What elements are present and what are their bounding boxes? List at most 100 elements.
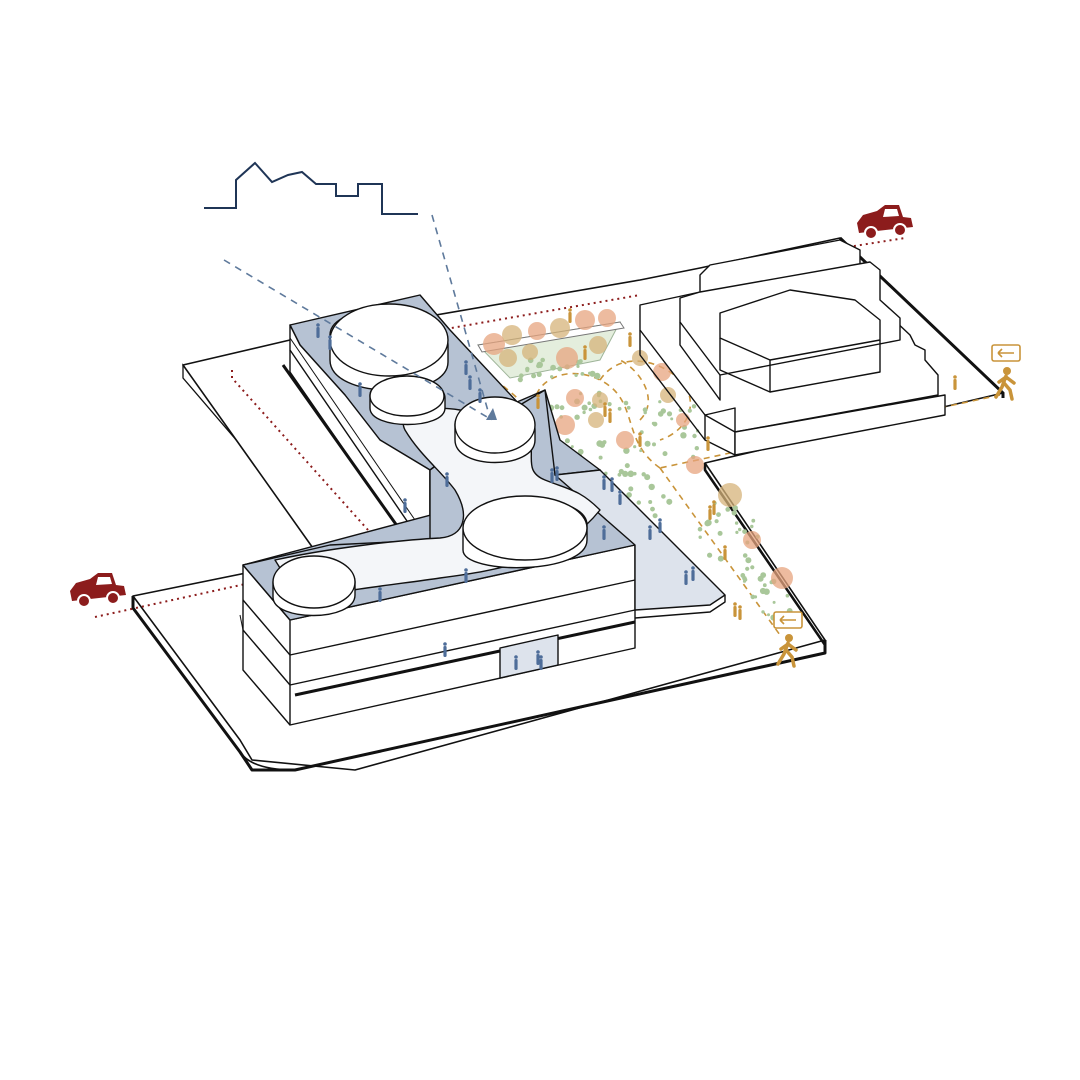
tree-icon (771, 567, 793, 589)
tree-icon (676, 413, 690, 427)
sightline-west (223, 259, 493, 421)
rear-wing-floor-line-2 (289, 337, 416, 521)
shrub-icon (750, 565, 755, 570)
shrub-icon (750, 524, 754, 529)
plot-right-edge (838, 236, 1005, 398)
existing-building-lower-front (734, 394, 946, 456)
shrub-icon (734, 521, 739, 525)
shrub-icon (692, 433, 697, 439)
pedestrian-access-south (773, 611, 803, 668)
shrub-icon (732, 505, 738, 511)
plaza-deck-edge (634, 595, 726, 619)
tree-icon (555, 415, 575, 435)
pavilion-front-roof (462, 495, 588, 561)
car-wheel (106, 591, 120, 605)
shrub-icon (652, 513, 658, 519)
person-figure (316, 323, 320, 338)
pavilion-west-roof (272, 555, 356, 609)
shrub-icon (641, 472, 646, 477)
shrub-icon (580, 372, 585, 376)
pavilion-mid-roof (454, 396, 536, 454)
shrub-icon (759, 587, 767, 595)
shrub-icon (761, 610, 765, 614)
shrub-icon (550, 375, 554, 379)
shrub-icon (554, 404, 560, 410)
shrub-icon (578, 359, 583, 364)
tree-icon (566, 389, 584, 407)
shrub-icon (691, 404, 697, 409)
pedestrian-access-east (991, 344, 1021, 401)
shrub-icon (687, 408, 692, 413)
shrub-icon (594, 372, 601, 380)
shrub-icon (582, 410, 586, 415)
shrub-icon (607, 402, 612, 407)
person-figure (378, 587, 382, 602)
shrub-icon (750, 594, 756, 600)
rear-wing-balcony (281, 364, 402, 531)
shrub-icon (767, 613, 770, 617)
shrub-icon (742, 553, 748, 558)
person-figure (464, 360, 468, 375)
person-figure (628, 332, 632, 347)
shrub-icon (731, 510, 737, 516)
shrub-icon (651, 421, 656, 425)
car-icon-west (70, 573, 126, 608)
person-figure (708, 505, 712, 520)
pavilion-small-roof (369, 375, 445, 417)
roof-pavilions (272, 303, 588, 617)
people-group (316, 308, 957, 670)
shrub-icon (661, 494, 666, 499)
shrub-icon (772, 600, 776, 604)
shrub-icon (618, 468, 624, 475)
person-figure (723, 545, 727, 560)
car-wheel (893, 223, 907, 237)
shrub-icon (785, 593, 790, 598)
ped-route-loop-d (619, 359, 650, 421)
shrub-icon (517, 377, 523, 383)
shrub-icon (623, 400, 629, 406)
ped-route-loop-a (533, 372, 661, 481)
tree-icon (522, 344, 538, 360)
shrub-icon (531, 373, 537, 379)
west-facade-detail (239, 614, 244, 631)
car-wheel (864, 226, 878, 240)
person-figure (464, 568, 468, 583)
shrub-icon (735, 530, 739, 535)
shrub-icon (626, 405, 631, 410)
shrub-icon (588, 371, 591, 375)
tree-icon (660, 387, 676, 403)
person-figure (658, 518, 662, 533)
tree-cluster (483, 309, 793, 589)
shrub-icon (751, 518, 756, 523)
shrub-icon (643, 410, 647, 415)
person-figure (536, 650, 540, 665)
shrub-icon (576, 364, 580, 368)
person-figure (568, 308, 572, 323)
car-wheel (77, 594, 91, 608)
shrub-icon (707, 552, 713, 558)
person-figure (445, 472, 449, 487)
person-figure (953, 375, 957, 390)
shrub-icon (658, 400, 662, 404)
tree-icon (653, 363, 671, 381)
shrub-icon (642, 407, 648, 413)
shrub-icon (716, 512, 721, 517)
shrub-icon (617, 406, 622, 411)
shrub-icon (648, 483, 655, 491)
person-figure (468, 375, 472, 390)
shrub-icon (626, 492, 632, 498)
shrub-icon (536, 361, 543, 368)
shrub-icon (639, 449, 643, 453)
person-figure (403, 498, 407, 513)
existing-building-mid-side (679, 322, 721, 401)
shrub-icon (742, 529, 747, 534)
existing-building-roof-side (719, 338, 771, 393)
vehicle-route-west (94, 582, 251, 618)
tree-icon (502, 325, 522, 345)
plot-curved-corner (239, 751, 296, 771)
tree-icon (632, 350, 648, 366)
skyline-silhouette-icon (204, 161, 418, 215)
shrub-icon (745, 557, 752, 564)
shrub-icon (705, 519, 712, 526)
